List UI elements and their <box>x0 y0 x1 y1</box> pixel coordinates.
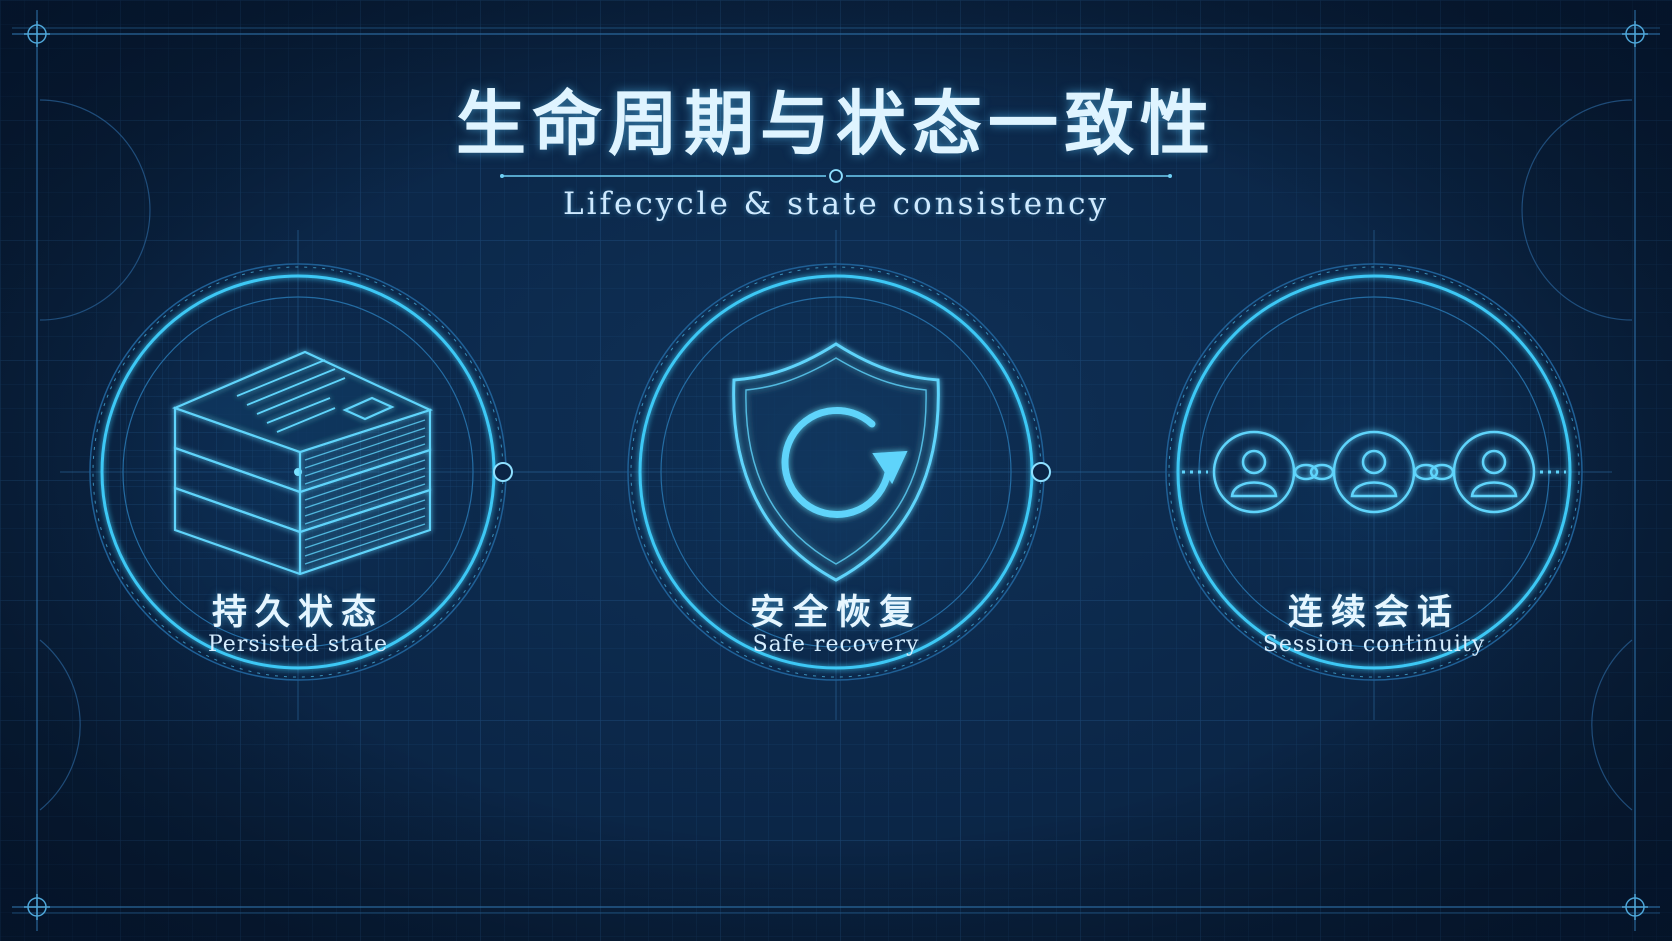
node-label-session-continuity: 连续会话 <box>1287 593 1460 633</box>
frame-lines <box>12 10 1660 931</box>
node-label-safe-recovery: 安全恢复 <box>749 593 922 633</box>
node-label-persisted-state: 持久状态 <box>211 593 384 633</box>
shield-refresh-icon <box>732 342 940 582</box>
corner-crosshairs <box>24 21 1648 920</box>
node-sublabel-safe-recovery: Safe recovery <box>752 632 920 657</box>
node-sublabel-session-continuity: Session continuity <box>1262 632 1486 657</box>
node-sublabel-persisted-state: Persisted state <box>207 632 388 657</box>
node-safe-recovery <box>627 263 1051 681</box>
node-session-continuity <box>1165 263 1583 681</box>
document-stack-icon <box>171 350 434 576</box>
linked-users-icon <box>1182 430 1566 514</box>
diagram-subtitle: Lifecycle & state consistency <box>563 186 1109 222</box>
diagram-title: 生命周期与状态一致性 <box>456 82 1216 165</box>
edge-arcs <box>39 99 1633 811</box>
title-divider <box>500 169 1172 183</box>
node-persisted-state <box>89 263 513 681</box>
